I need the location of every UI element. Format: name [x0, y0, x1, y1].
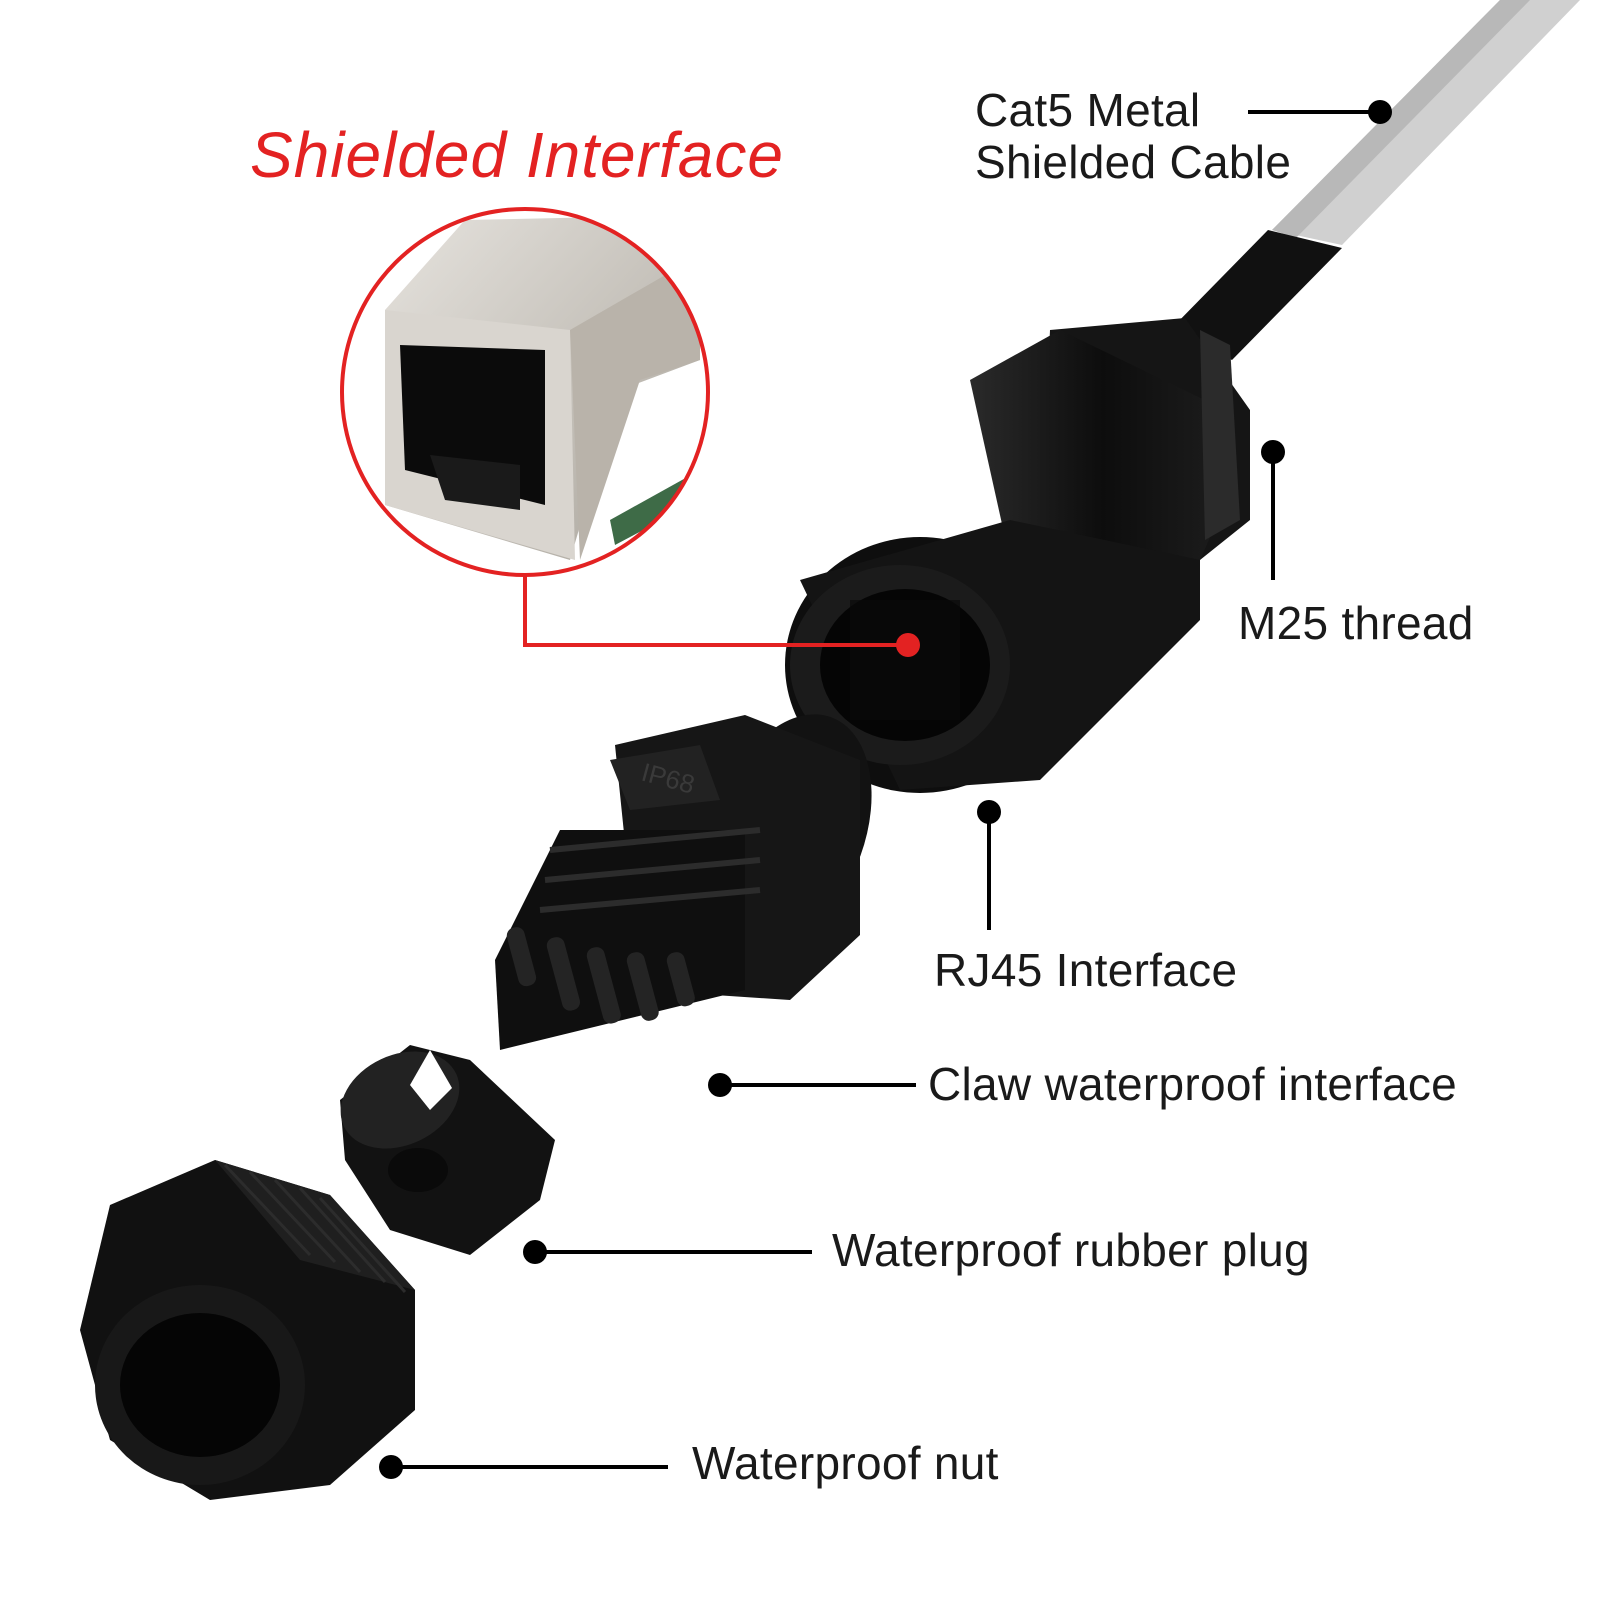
shielded-interface-title: Shielded Interface	[250, 119, 784, 191]
callout-lines	[379, 100, 1392, 1479]
shielded-callout	[523, 575, 920, 657]
connector-body	[785, 318, 1250, 793]
cable-label-line1: Cat5 Metal	[975, 84, 1201, 136]
claw-label: Claw waterproof interface	[928, 1058, 1458, 1110]
cable-label: Cat5 Metal Shielded Cable	[975, 84, 1291, 188]
claw-interface: IP68	[495, 714, 872, 1050]
rj45-label: RJ45 Interface	[934, 944, 1238, 996]
nut-label: Waterproof nut	[692, 1437, 999, 1489]
cable	[1170, 0, 1580, 360]
shielded-interface-inset	[340, 207, 710, 577]
thread-label: M25 thread	[1238, 597, 1474, 649]
waterproof-nut	[80, 1160, 415, 1500]
rubber-plug-label: Waterproof rubber plug	[832, 1224, 1310, 1276]
cable-label-line2: Shielded Cable	[975, 136, 1292, 188]
rubber-plug	[340, 1045, 555, 1255]
